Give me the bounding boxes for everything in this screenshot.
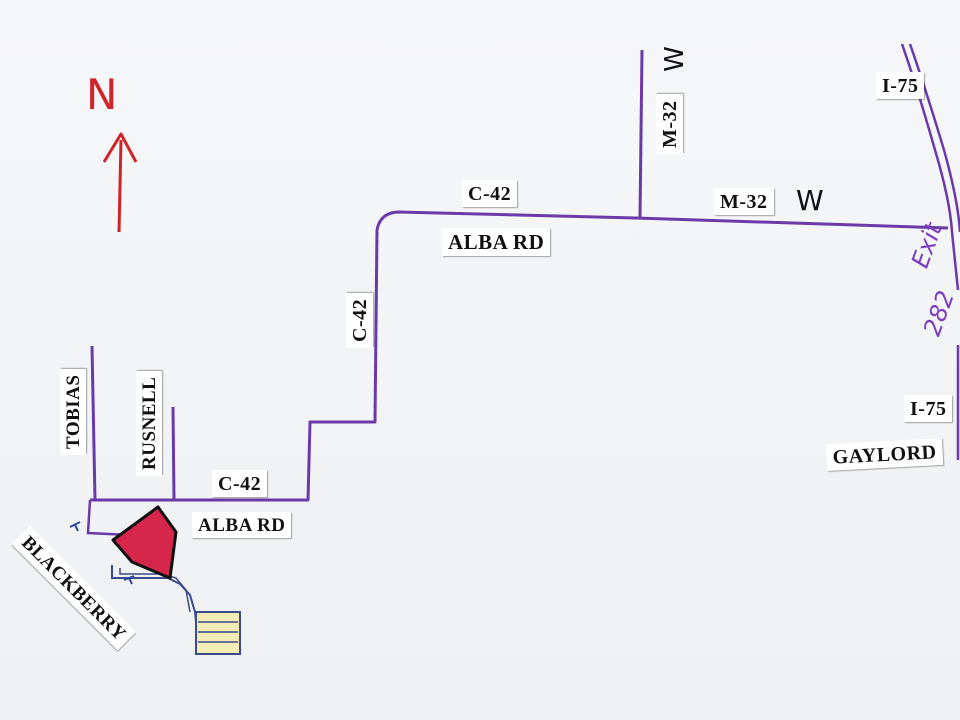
road-c42-alba-rd — [90, 210, 949, 502]
label-rusnell: RUSNELL — [136, 370, 162, 476]
building-icon — [195, 611, 241, 655]
road-blackberry — [86, 499, 131, 537]
label-m32-west-vertical: M-32 — [656, 94, 683, 154]
label-c42-top: C-42 — [462, 180, 518, 207]
road-rusnell — [171, 406, 176, 501]
label-alba-rd-top: ALBA RD — [442, 228, 551, 256]
label-tobias: TOBIAS — [60, 368, 86, 455]
road-m32-north — [638, 49, 644, 219]
north-letter: N — [86, 70, 118, 119]
label-m32-west-horizontal: M-32 — [714, 188, 774, 215]
label-i75-bottom: I-75 — [904, 395, 953, 422]
label-c42-bottom: C-42 — [212, 470, 268, 497]
label-i75-top: I-75 — [876, 72, 925, 99]
road-tobias — [90, 345, 97, 501]
location-marker-icon — [111, 505, 178, 580]
north-arrow-icon — [102, 132, 138, 233]
label-alba-rd-bottom: ALBA RD — [192, 512, 292, 538]
label-m32-west-horizontal-w: W — [796, 184, 824, 217]
label-c42-vertical: C-42 — [346, 292, 373, 348]
label-m32-west-vertical-w: W — [659, 46, 690, 72]
